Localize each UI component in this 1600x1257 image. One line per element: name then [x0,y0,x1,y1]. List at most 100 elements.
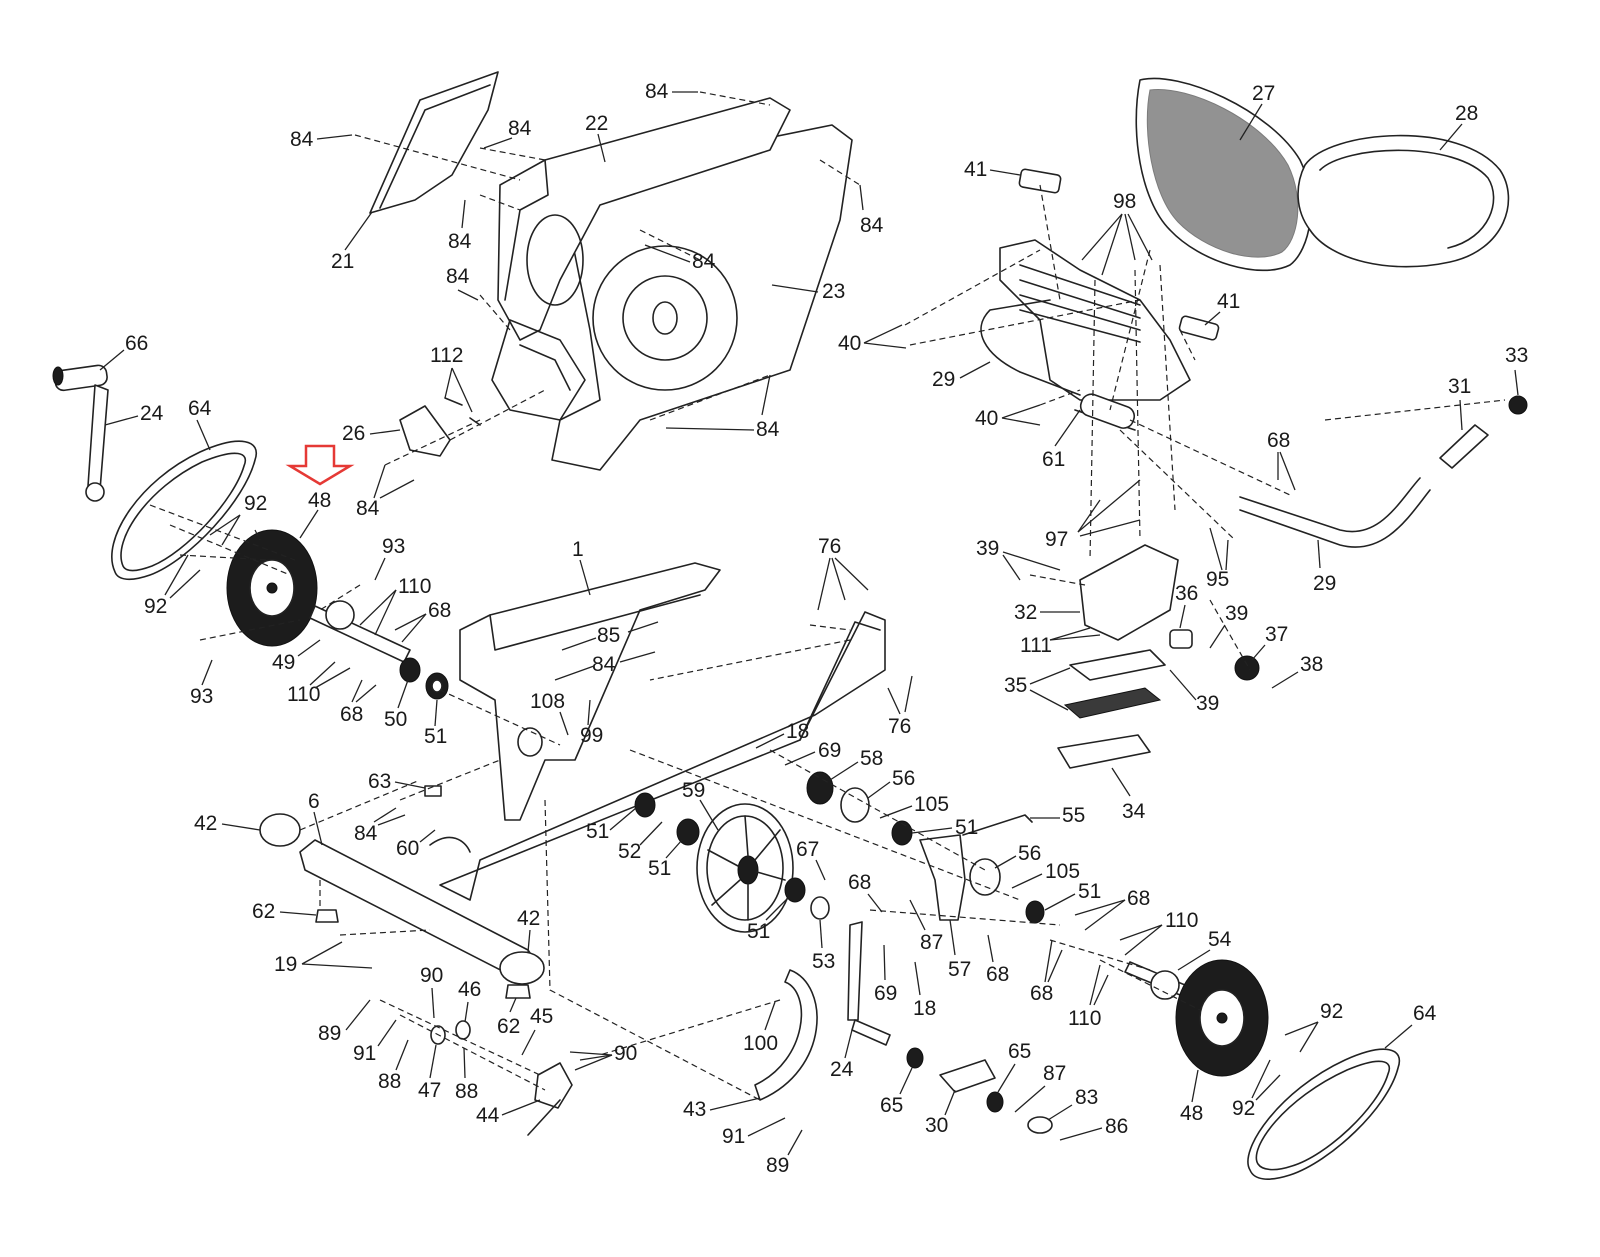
label-part-54: 54 [1208,928,1232,951]
label-part-110: 110 [398,575,431,598]
label-part-88: 88 [378,1070,401,1093]
label-part-56: 56 [892,767,915,790]
label-part-33: 33 [1505,344,1528,367]
console-bracket-assembly [424,785,573,1136]
label-part-39: 39 [976,537,999,560]
label-part-35: 35 [1004,674,1027,697]
label-part-44: 44 [476,1104,500,1127]
label-part-92: 92 [1232,1097,1255,1120]
label-part-51: 51 [1078,880,1101,903]
label-part-36: 36 [1175,582,1198,605]
label-part-42: 42 [194,812,217,835]
label-part-60: 60 [396,837,419,860]
label-part-64: 64 [188,397,212,420]
label-part-87: 87 [920,931,943,954]
label-part-68: 68 [986,963,1009,986]
label-part-88: 88 [455,1080,478,1103]
label-part-51: 51 [955,816,978,839]
seat-rail-assembly [1057,395,1528,769]
label-part-100: 100 [743,1032,778,1055]
label-part-48: 48 [308,489,331,512]
label-part-84: 84 [446,265,470,288]
label-part-98: 98 [1113,190,1136,213]
label-part-61: 61 [1042,448,1065,471]
label-part-39: 39 [1196,692,1219,715]
label-part-84: 84 [860,214,884,237]
label-part-52: 52 [618,840,641,863]
label-part-28: 28 [1455,102,1478,125]
label-part-31: 31 [1448,375,1471,398]
label-part-51: 51 [424,725,447,748]
label-part-68: 68 [848,871,871,894]
label-part-97: 97 [1045,528,1068,551]
label-part-76: 76 [818,535,841,558]
label-part-22: 22 [585,112,608,135]
label-part-59: 59 [682,779,705,802]
label-part-1: 1 [572,538,584,561]
label-part-65: 65 [880,1094,903,1117]
label-part-47: 47 [418,1079,441,1102]
assembly-lines [149,91,1506,1101]
label-part-48: 48 [1180,1102,1203,1125]
label-part-62: 62 [497,1015,520,1038]
label-part-92: 92 [1320,1000,1343,1023]
label-part-45: 45 [530,1005,553,1028]
label-part-51: 51 [747,920,770,943]
label-part-112: 112 [430,344,463,367]
label-part-58: 58 [860,747,883,770]
part-labels: 84 84 84 22 84 21 84 84 23 84 112 26 84 … [99,80,1528,1177]
label-part-68: 68 [428,599,451,622]
label-part-90: 90 [614,1042,637,1065]
label-part-18: 18 [786,720,809,743]
label-part-40: 40 [838,332,861,355]
label-part-84: 84 [290,128,314,151]
label-part-39: 39 [1225,602,1248,625]
label-part-18: 18 [913,997,936,1020]
label-part-6: 6 [308,790,320,813]
label-part-95: 95 [1206,568,1229,591]
label-part-83: 83 [1075,1086,1098,1109]
label-part-89: 89 [766,1154,789,1177]
label-part-99: 99 [580,724,603,747]
label-part-24: 24 [140,402,164,425]
label-part-21: 21 [331,250,354,273]
label-part-43: 43 [683,1098,706,1121]
label-part-27: 27 [1252,82,1275,105]
label-part-93: 93 [382,535,405,558]
label-part-64: 64 [1413,1002,1437,1025]
label-part-92: 92 [244,492,267,515]
label-part-66: 66 [125,332,148,355]
label-part-56: 56 [1018,842,1041,865]
label-part-110: 110 [287,683,320,706]
label-part-76: 76 [888,715,911,738]
label-part-41: 41 [1217,290,1240,313]
label-part-69: 69 [818,739,841,762]
label-part-46: 46 [458,978,481,1001]
label-part-90: 90 [420,964,443,987]
label-part-65: 65 [1008,1040,1031,1063]
label-part-91: 91 [722,1125,745,1148]
label-part-34: 34 [1122,800,1146,823]
label-part-110: 110 [1165,909,1198,932]
label-part-26: 26 [342,422,365,445]
label-part-41: 41 [964,158,987,181]
label-part-57: 57 [948,958,971,981]
label-part-19: 19 [274,953,297,976]
label-part-91: 91 [353,1042,376,1065]
label-part-85: 85 [597,624,620,647]
label-part-84: 84 [592,653,616,676]
label-part-55: 55 [1062,804,1085,827]
label-part-29: 29 [932,368,955,391]
label-part-84: 84 [508,117,532,140]
label-part-68: 68 [1267,429,1290,452]
main-frame [259,562,886,999]
label-part-51: 51 [648,857,671,880]
label-part-84: 84 [756,418,780,441]
label-part-40: 40 [975,407,998,430]
label-part-37: 37 [1265,623,1288,646]
label-part-84: 84 [354,822,378,845]
label-part-105: 105 [1045,860,1080,883]
label-part-84: 84 [692,250,716,273]
label-part-51: 51 [586,820,609,843]
